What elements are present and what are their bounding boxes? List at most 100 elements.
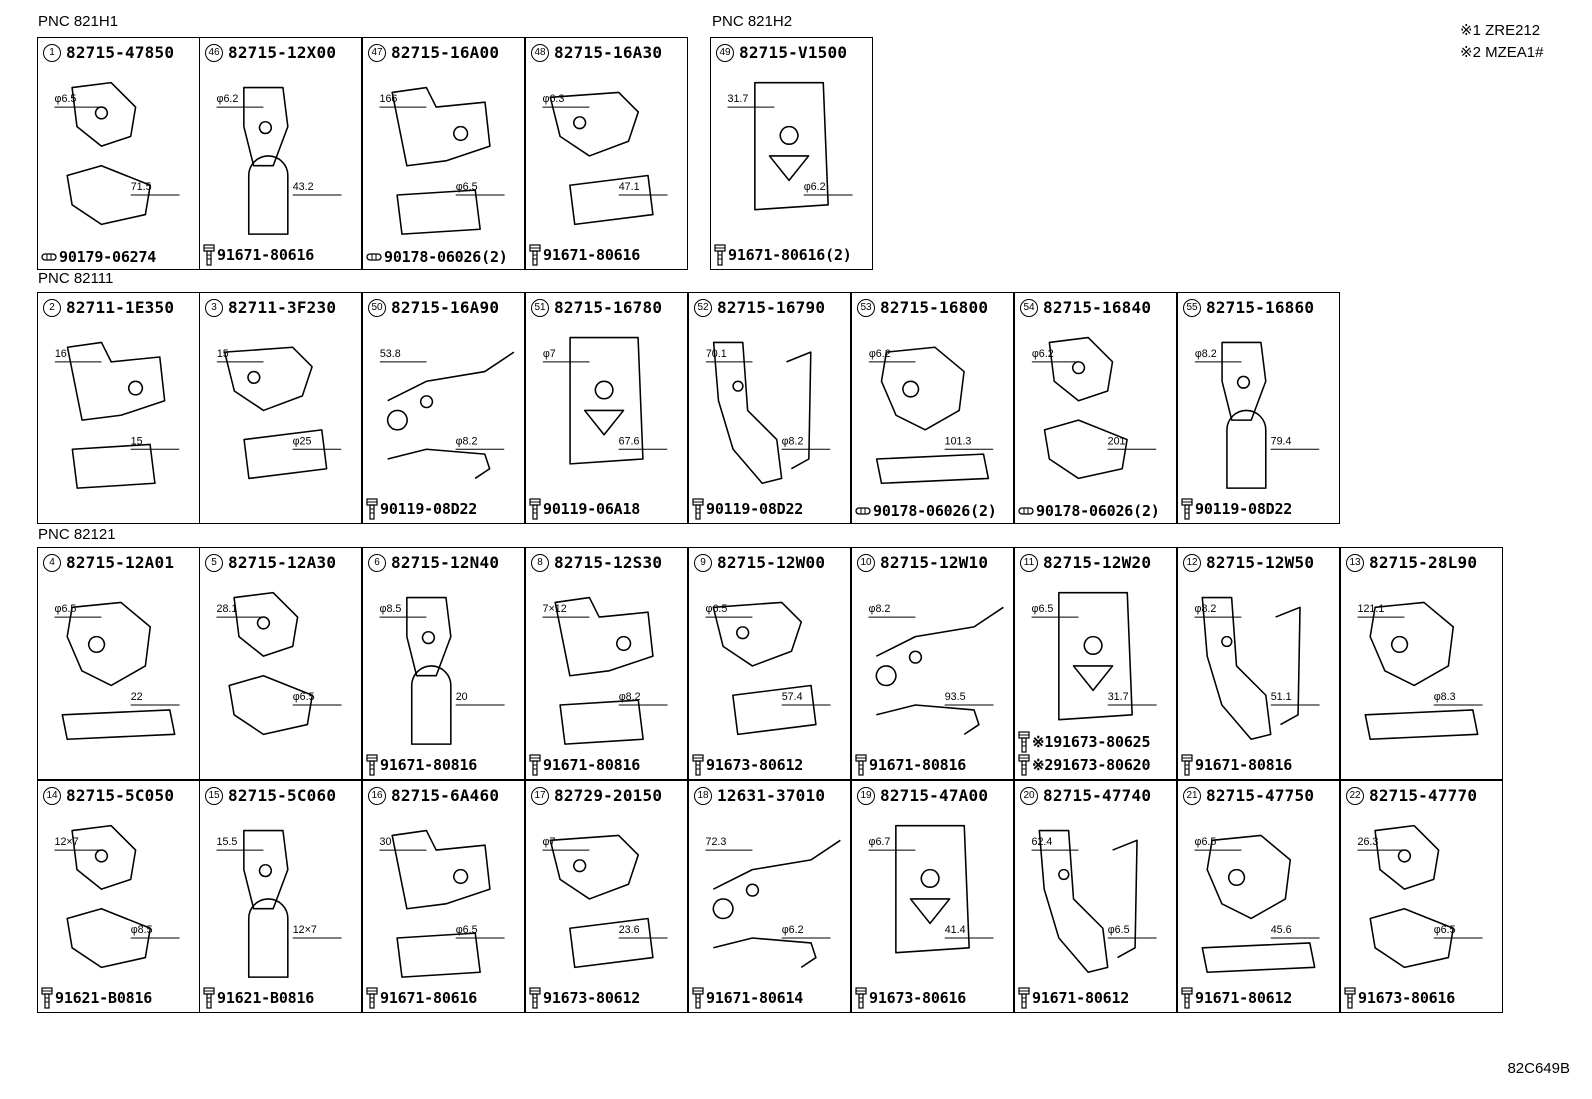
callout-number: 54 [1020, 298, 1038, 317]
fastener-item[interactable]: 91673-80612 [692, 754, 848, 776]
part-number: 82715-12A30 [228, 553, 337, 572]
fastener-item[interactable]: 91621-B0816 [41, 987, 197, 1009]
fastener-item[interactable]: 91671-80616 [203, 244, 359, 266]
part-number: 82715-16790 [717, 298, 826, 317]
fastener-item[interactable]: 91671-80616 [529, 244, 685, 266]
fastener-part-number: ※291673-80620 [1032, 756, 1151, 774]
fastener-item[interactable]: 91671-80612 [1181, 987, 1337, 1009]
dimension-label: 31.7 [1108, 691, 1129, 703]
fastener-item[interactable]: 90119-08D22 [1181, 498, 1337, 520]
fastener-item[interactable]: 91671-80616(2) [714, 244, 870, 266]
fastener-item[interactable]: 90179-06274 [41, 248, 197, 266]
fastener-item[interactable]: 91671-80816 [855, 754, 1011, 776]
fastener-item[interactable]: 91673-80616 [1344, 987, 1500, 1009]
bolt-icon [203, 987, 215, 1009]
fastener-item[interactable]: 90178-06026(2) [855, 502, 1011, 520]
dimension-label: 93.5 [945, 691, 966, 703]
fastener-item[interactable]: 90178-06026(2) [1018, 502, 1174, 520]
callout-number: 12 [1183, 553, 1201, 572]
bracket-icon: φ8.520 [379, 596, 505, 745]
fastener-part-number: ※191673-80625 [1032, 733, 1151, 751]
callout-number: 53 [857, 298, 875, 317]
fastener-item[interactable]: 91673-80612 [529, 987, 685, 1009]
bolt-icon [855, 987, 867, 1009]
dimension-label: φ6.5 [54, 603, 76, 615]
fastener-item[interactable]: 91621-B0816 [203, 987, 359, 1009]
fastener-item[interactable]: 91671-80816 [1181, 754, 1337, 776]
section-label: PNC 821H2 [712, 13, 793, 30]
fastener-item[interactable]: 91673-80616 [855, 987, 1011, 1009]
fastener-item[interactable]: 91671-80612 [1018, 987, 1174, 1009]
fastener-list: 90178-06026(2) [855, 502, 1011, 520]
dimension-label: 79.4 [1271, 435, 1292, 447]
fastener-item[interactable]: 90119-08D22 [366, 498, 522, 520]
nut-icon [1018, 507, 1034, 515]
callout-number: 17 [531, 786, 549, 805]
dimension-label: 62.4 [1031, 836, 1052, 848]
fastener-item[interactable]: 91671-80616 [366, 987, 522, 1009]
part-number: 82715-16800 [880, 298, 989, 317]
part-number: 82715-12W10 [880, 553, 989, 572]
fastener-item[interactable]: 91671-80614 [692, 987, 848, 1009]
bracket-icon: φ8.279.4 [1194, 341, 1320, 489]
part-number: 82715-16A90 [391, 298, 500, 317]
fastener-item[interactable]: 91671-80816 [366, 754, 522, 776]
bolt-icon [1181, 498, 1193, 520]
fastener-item[interactable]: ※191673-80625 [1018, 731, 1174, 753]
fastener-part-number: 91673-80616 [869, 989, 967, 1007]
fastener-item[interactable]: 90119-06A18 [529, 498, 685, 520]
fastener-item[interactable]: ※291673-80620 [1018, 754, 1174, 776]
fastener-part-number: 91671-80816 [1195, 756, 1293, 774]
fastener-item[interactable]: 90119-08D22 [692, 498, 848, 520]
bracket-icon: 53.8φ8.2 [379, 348, 515, 480]
fastener-item[interactable]: 91671-80816 [529, 754, 685, 776]
fastener-item[interactable]: 90178-06026(2) [366, 248, 522, 266]
bracket-icon: 72.3φ6.2 [705, 836, 841, 968]
